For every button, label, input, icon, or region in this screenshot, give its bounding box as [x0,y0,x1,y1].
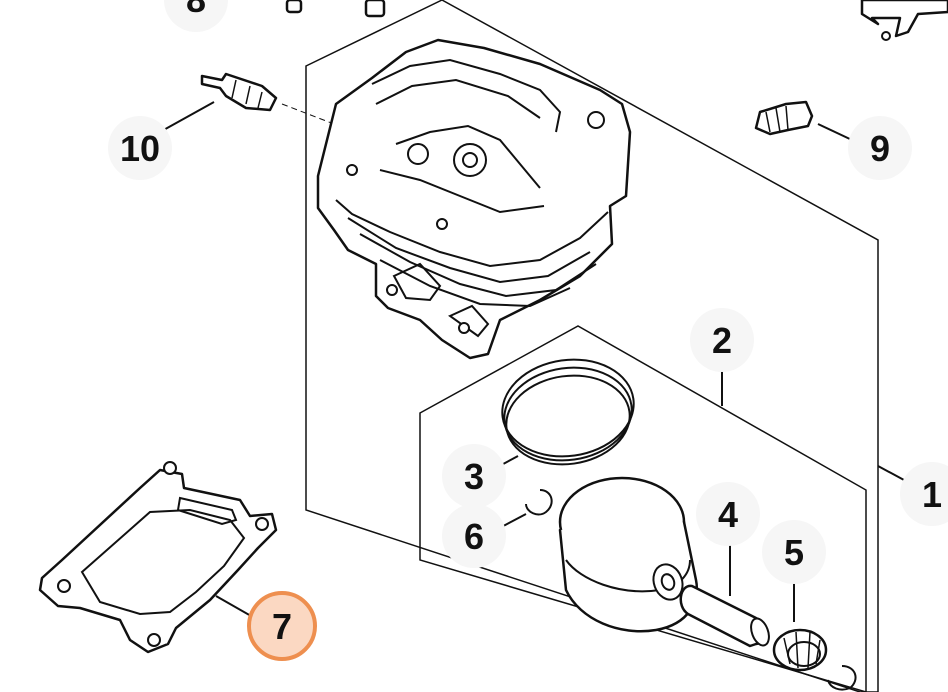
callout-9[interactable]: 9 [848,116,912,180]
leader-9 [817,123,853,141]
callout-7[interactable]: 7 [247,591,317,661]
screw-part-2 [364,0,386,18]
callout-5-label: 5 [784,532,804,573]
piston-part [558,476,699,633]
gasket-part [38,461,278,654]
callout-2-label: 2 [712,320,732,361]
callout-4-label: 4 [718,494,738,535]
cylinder-assembly-outline [305,0,879,692]
circlip-part-2 [827,665,857,691]
circlip-part [525,489,553,516]
callout-6[interactable]: 6 [442,504,506,568]
piston-rings-part [501,358,635,466]
callout-9-label: 9 [870,128,890,169]
callout-4[interactable]: 4 [696,482,760,546]
spark-plug-part [200,72,278,112]
callout-8-label: 8 [186,0,206,20]
needle-cage-part [772,628,828,672]
piston-pin-part [679,584,770,648]
callout-6-label: 6 [464,516,484,557]
callout-8[interactable]: 8 [164,0,228,32]
callout-10-label: 10 [120,128,160,169]
callout-2[interactable]: 2 [690,308,754,372]
decompression-valve-part [754,100,814,136]
callout-1[interactable]: 1 [900,462,948,526]
callout-3-label: 3 [464,456,484,497]
callout-1-label: 1 [922,474,942,515]
piston-assembly-outline [419,325,867,692]
callout-10[interactable]: 10 [108,116,172,180]
cylinder-part [316,38,632,360]
screw-part [285,0,303,14]
leader-1 [877,465,905,481]
spark-plug-guide-line [281,103,413,155]
callout-7-label: 7 [272,606,292,647]
callout-5[interactable]: 5 [762,520,826,584]
callout-3[interactable]: 3 [442,444,506,508]
bracket-hole [881,31,891,41]
bracket-part [860,0,948,38]
leader-10 [159,101,215,133]
